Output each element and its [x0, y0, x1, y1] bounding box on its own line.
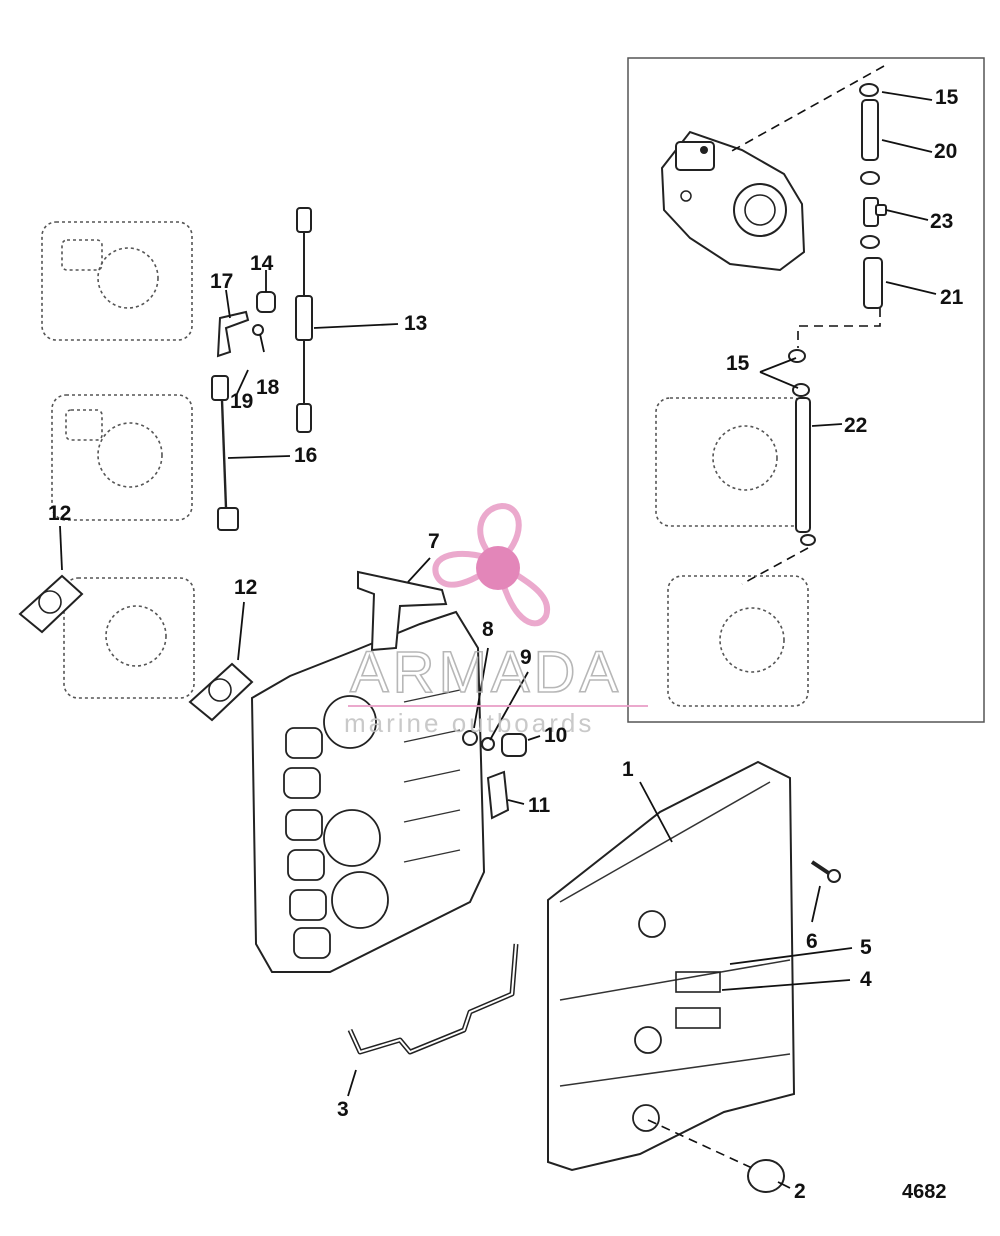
washer-8: [462, 730, 478, 746]
callout-9: 9: [520, 646, 532, 669]
callout-2: 2: [794, 1180, 806, 1203]
fitting-23: [863, 197, 887, 227]
callout-12-left: 12: [48, 502, 71, 525]
hose-20: [861, 99, 879, 161]
rod-16: [211, 375, 239, 531]
carburetor-inset: [660, 130, 806, 272]
ghost-carburetor-inset-bottom: [667, 575, 809, 707]
watermark: ARMADA marine outboards: [344, 502, 648, 738]
inset-frame: [627, 57, 985, 723]
callout-22: 22: [844, 414, 867, 437]
nut-9: [481, 737, 495, 751]
ghost-carburetor-left-bottom: [63, 577, 195, 699]
propeller-logo-icon: [432, 502, 551, 627]
clamp-mid-upper: [860, 171, 880, 185]
tube-3: [347, 943, 519, 1055]
rod-13: [295, 207, 313, 433]
callout-18: 18: [256, 376, 280, 399]
washer-18: [252, 324, 264, 336]
bushing-14: [256, 291, 276, 313]
callout-16: 16: [294, 444, 317, 467]
ghost-carburetor-left-top: [41, 221, 193, 341]
clamp-15-top: [859, 83, 879, 97]
ghost-carburetor-left-middle: [51, 394, 193, 521]
callout-13: 13: [404, 312, 427, 335]
callout-10: 10: [544, 724, 567, 747]
clamp-15-lower: [788, 349, 810, 397]
gasket-12-left: [18, 574, 84, 634]
callout-12-right: 12: [234, 576, 257, 599]
gasket-11: [486, 770, 510, 820]
callout-19: 19: [230, 390, 253, 413]
callout-1: 1: [622, 758, 634, 781]
clamp-mid-lower: [860, 235, 880, 249]
callout-17: 17: [210, 270, 233, 293]
callout-8: 8: [482, 618, 494, 641]
callout-5: 5: [860, 936, 872, 959]
watermark-tagline: marine outboards: [344, 708, 594, 738]
ghost-carburetor-inset-middle: [655, 397, 807, 527]
cover-10: [501, 733, 527, 757]
callout-20: 20: [934, 140, 957, 163]
plug-2: [747, 1159, 785, 1193]
hose-22: [795, 397, 816, 546]
lever-17: [216, 310, 250, 358]
callout-11: 11: [528, 794, 551, 817]
callout-7: 7: [428, 530, 440, 553]
callout-labels: 1 2 3 4 5 6 7 8 9 10 11 12 12 13 14 15 1…: [48, 86, 964, 1203]
callout-3: 3: [337, 1098, 349, 1121]
callout-23: 23: [930, 210, 953, 233]
callout-6: 6: [806, 930, 818, 953]
intake-manifold-7: [250, 570, 486, 973]
reference-number: 4682: [902, 1181, 947, 1203]
cover-plate-1: [547, 760, 796, 1172]
callout-15-top: 15: [935, 86, 959, 109]
hose-21: [863, 257, 883, 309]
watermark-brand: ARMADA: [350, 640, 622, 705]
callout-4: 4: [860, 968, 872, 991]
screw-6: [810, 860, 841, 883]
gasket-12-right: [188, 662, 254, 722]
callout-21: 21: [940, 286, 964, 309]
leader-lines: [59, 91, 937, 1189]
callout-14: 14: [250, 252, 274, 275]
callout-15-lower: 15: [726, 352, 750, 375]
